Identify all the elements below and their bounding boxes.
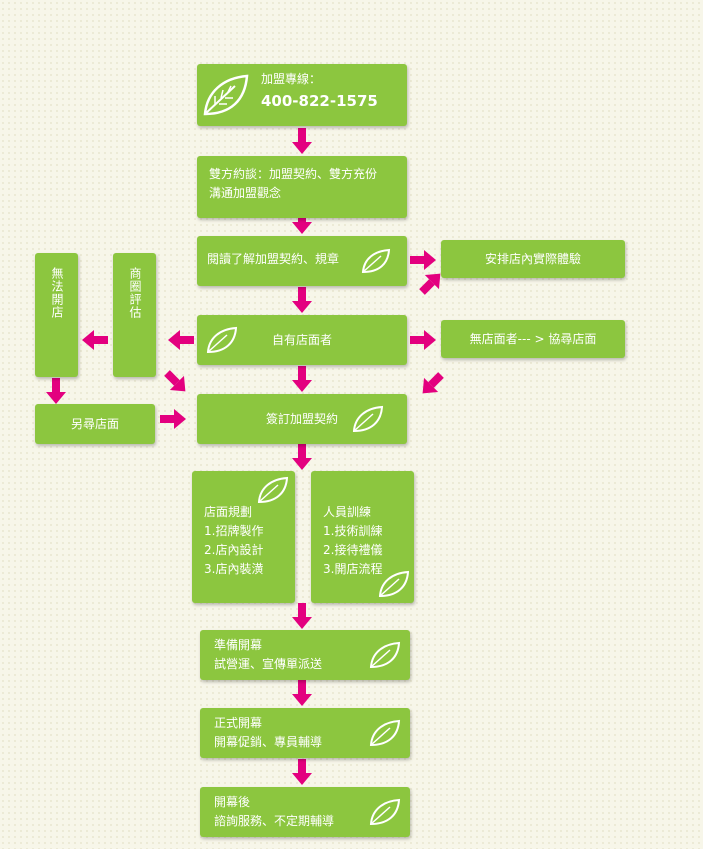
after-line1: 開幕後: [214, 795, 251, 809]
arrow-down-7: [292, 680, 312, 706]
sign-label: 簽訂加盟契約: [265, 411, 338, 426]
leaf-icon: [352, 405, 384, 433]
arrow-right-experience: [410, 250, 436, 270]
read-contract-label: 閱讀了解加盟契約、規章: [207, 252, 340, 266]
arrow-diag-nostore-sign: [415, 367, 449, 401]
step-after: 開幕後 諮詢服務、不定期輔導: [200, 787, 410, 837]
store-plan-title: 店面規劃: [204, 505, 253, 519]
leaf-icon: [361, 248, 391, 274]
arrow-right-no-store: [410, 330, 436, 350]
opening-line2: 開幕促銷、專員輔導: [214, 735, 323, 749]
step-store-plan: 店面規劃 1.招牌製作 2.店內設計 3.店內裝潢: [192, 471, 295, 603]
step-negotiate: 雙方約談：加盟契約、雙方充份 溝通加盟觀念: [197, 156, 407, 218]
store-plan-item: 2.店內設計: [204, 543, 264, 557]
arrow-left-evaluate: [168, 330, 194, 350]
step-opening: 正式開幕 開幕促銷、專員輔導: [200, 708, 410, 758]
hotline-box: 加盟專線： 400-822-1575: [197, 64, 407, 126]
arrow-down-8: [292, 759, 312, 785]
training-item: 3.開店流程: [323, 562, 383, 576]
negotiate-line2: 溝通加盟觀念: [209, 186, 282, 200]
arrow-down-cannot: [46, 378, 66, 404]
arrow-left-cannot: [82, 330, 108, 350]
leaf-icon: [369, 798, 401, 826]
arrow-down-1: [292, 128, 312, 154]
opening-line1: 正式開幕: [214, 716, 263, 730]
leaf-icon: [369, 719, 401, 747]
step-prepare: 準備開幕 試營運、宣傳單派送: [200, 630, 410, 680]
after-line2: 諮詢服務、不定期輔導: [214, 814, 335, 828]
leaf-icon: [206, 326, 238, 354]
training-item: 1.技術訓練: [323, 524, 383, 538]
negotiate-line1: 雙方約談：加盟契約、雙方充份: [209, 167, 378, 181]
hotline-phone: 400-822-1575: [261, 92, 378, 110]
leaf-icon: [203, 74, 249, 116]
store-plan-item: 1.招牌製作: [204, 524, 264, 538]
arrow-down-4: [292, 366, 312, 392]
evaluate-label: 商圈評估: [128, 267, 142, 319]
step-read-contract: 閱讀了解加盟契約、規章: [197, 236, 407, 286]
step-find-other: 另尋店面: [35, 404, 155, 444]
arrow-down-6: [292, 603, 312, 629]
arrow-down-5: [292, 444, 312, 470]
step-sign: 簽訂加盟契約: [197, 394, 407, 444]
arrow-down-3: [292, 287, 312, 313]
leaf-icon: [257, 476, 289, 504]
find-other-label: 另尋店面: [70, 416, 119, 431]
experience-label: 安排店內實際體驗: [484, 251, 581, 266]
arrow-right-find: [160, 409, 186, 429]
no-store-label: 無店面者--- > 協尋店面: [469, 331, 597, 346]
step-cannot-open: 無法開店: [35, 253, 78, 377]
cannot-open-label: 無法開店: [50, 267, 64, 319]
arrow-diag-evaluate-sign: [159, 365, 193, 399]
step-has-store: 自有店面者: [197, 315, 407, 365]
training-item: 2.接待禮儀: [323, 543, 383, 557]
training-title: 人員訓練: [323, 505, 372, 519]
prepare-line2: 試營運、宣傳單派送: [214, 657, 323, 671]
step-no-store: 無店面者--- > 協尋店面: [441, 320, 625, 358]
prepare-line1: 準備開幕: [214, 638, 263, 652]
hotline-label: 加盟專線：: [261, 72, 322, 86]
step-training: 人員訓練 1.技術訓練 2.接待禮儀 3.開店流程: [311, 471, 414, 603]
step-experience: 安排店內實際體驗: [441, 240, 625, 278]
leaf-icon: [369, 641, 401, 669]
step-evaluate: 商圈評估: [113, 253, 156, 377]
leaf-icon: [378, 570, 410, 598]
store-plan-item: 3.店內裝潢: [204, 562, 264, 576]
has-store-label: 自有店面者: [271, 332, 332, 347]
